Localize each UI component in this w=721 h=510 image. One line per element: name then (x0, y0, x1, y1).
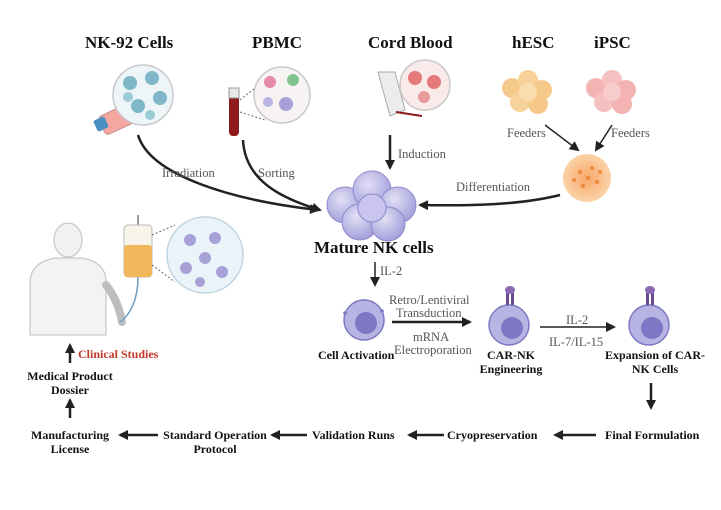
manufacturing-license-line2: License (50, 442, 90, 456)
feeders-right-label: Feeders (611, 126, 650, 140)
retro-lentiviral-label: Retro/Lentiviral (389, 293, 470, 307)
source-ipsc-label: iPSC (594, 33, 631, 52)
cryopreservation-label: Cryopreservation (447, 428, 538, 442)
sop-label-line1: Standard Operation (163, 428, 267, 442)
source-nk92-label: NK-92 Cells (85, 33, 174, 52)
source-pbmc-label: PBMC (252, 33, 303, 52)
sorting-label: Sorting (258, 166, 295, 180)
cell-activation-label: Cell Activation (318, 348, 395, 362)
pbmc-blood-tube-icon (228, 79, 266, 136)
arrow-sorting (241, 139, 322, 213)
car-nk-label-line1: CAR-NK (487, 348, 535, 362)
pbmc-magnified-cells-icon (253, 66, 311, 124)
sop-label-line2: Protocol (193, 442, 237, 456)
validation-runs-label: Validation Runs (312, 428, 395, 442)
source-cord-blood-label: Cord Blood (368, 33, 453, 52)
hesc-colony-icon (502, 70, 552, 114)
car-nk-cell-icon (488, 286, 530, 346)
arrow-feeders-right (594, 124, 613, 152)
expansion-label-line1: Expansion of CAR- (604, 348, 706, 362)
medical-product-dossier-line1: Medical Product (27, 369, 113, 383)
mature-nk-cells-label: Mature NK cells (314, 238, 434, 257)
induction-label: Induction (398, 147, 446, 161)
ipsc-colony-icon (586, 70, 636, 114)
iv-magnified-cells-icon (151, 216, 244, 294)
arrows-to-mature-nk (136, 124, 613, 215)
il2-activation-label: IL-2 (380, 264, 403, 278)
car-nk-label-line2: Engineering (479, 362, 543, 376)
feeders-left-label: Feeders (507, 126, 546, 140)
embryoid-body-icon (563, 154, 611, 202)
clinical-studies-label: Clinical Studies (78, 347, 159, 361)
manufacturing-license-line1: Manufacturing (31, 428, 109, 442)
arrow-irradiation (136, 134, 320, 215)
nk92-magnified-cells-icon (112, 64, 174, 126)
mature-nk-cells-cluster-icon (326, 170, 417, 242)
final-formulation-label: Final Formulation (605, 428, 700, 442)
activated-nk-cell-icon (343, 299, 385, 341)
medical-product-dossier-line2: Dossier (51, 383, 89, 397)
il2-expansion-label: IL-2 (566, 313, 589, 327)
cord-blood-magnified-cells-icon (399, 59, 451, 111)
transduction-label: Transduction (396, 306, 462, 320)
mrna-label: mRNA (413, 330, 450, 344)
cord-blood-bag-icon (377, 71, 423, 117)
iv-bag-icon (119, 215, 153, 323)
differentiation-label: Differentiation (456, 180, 531, 194)
source-hesc-label: hESC (512, 33, 555, 52)
electroporation-label: Electroporation (394, 343, 472, 357)
expansion-label-line2: NK Cells (631, 362, 679, 376)
irradiation-label: Irradiation (162, 166, 215, 180)
arrow-differentiation (418, 193, 561, 211)
expanded-car-nk-cell-icon (628, 286, 670, 346)
il7-il15-label: IL-7/IL-15 (549, 335, 604, 349)
arrow-feeders-left (544, 124, 580, 152)
patient-body-icon (29, 222, 126, 336)
bottom-row-arrows (65, 343, 596, 440)
